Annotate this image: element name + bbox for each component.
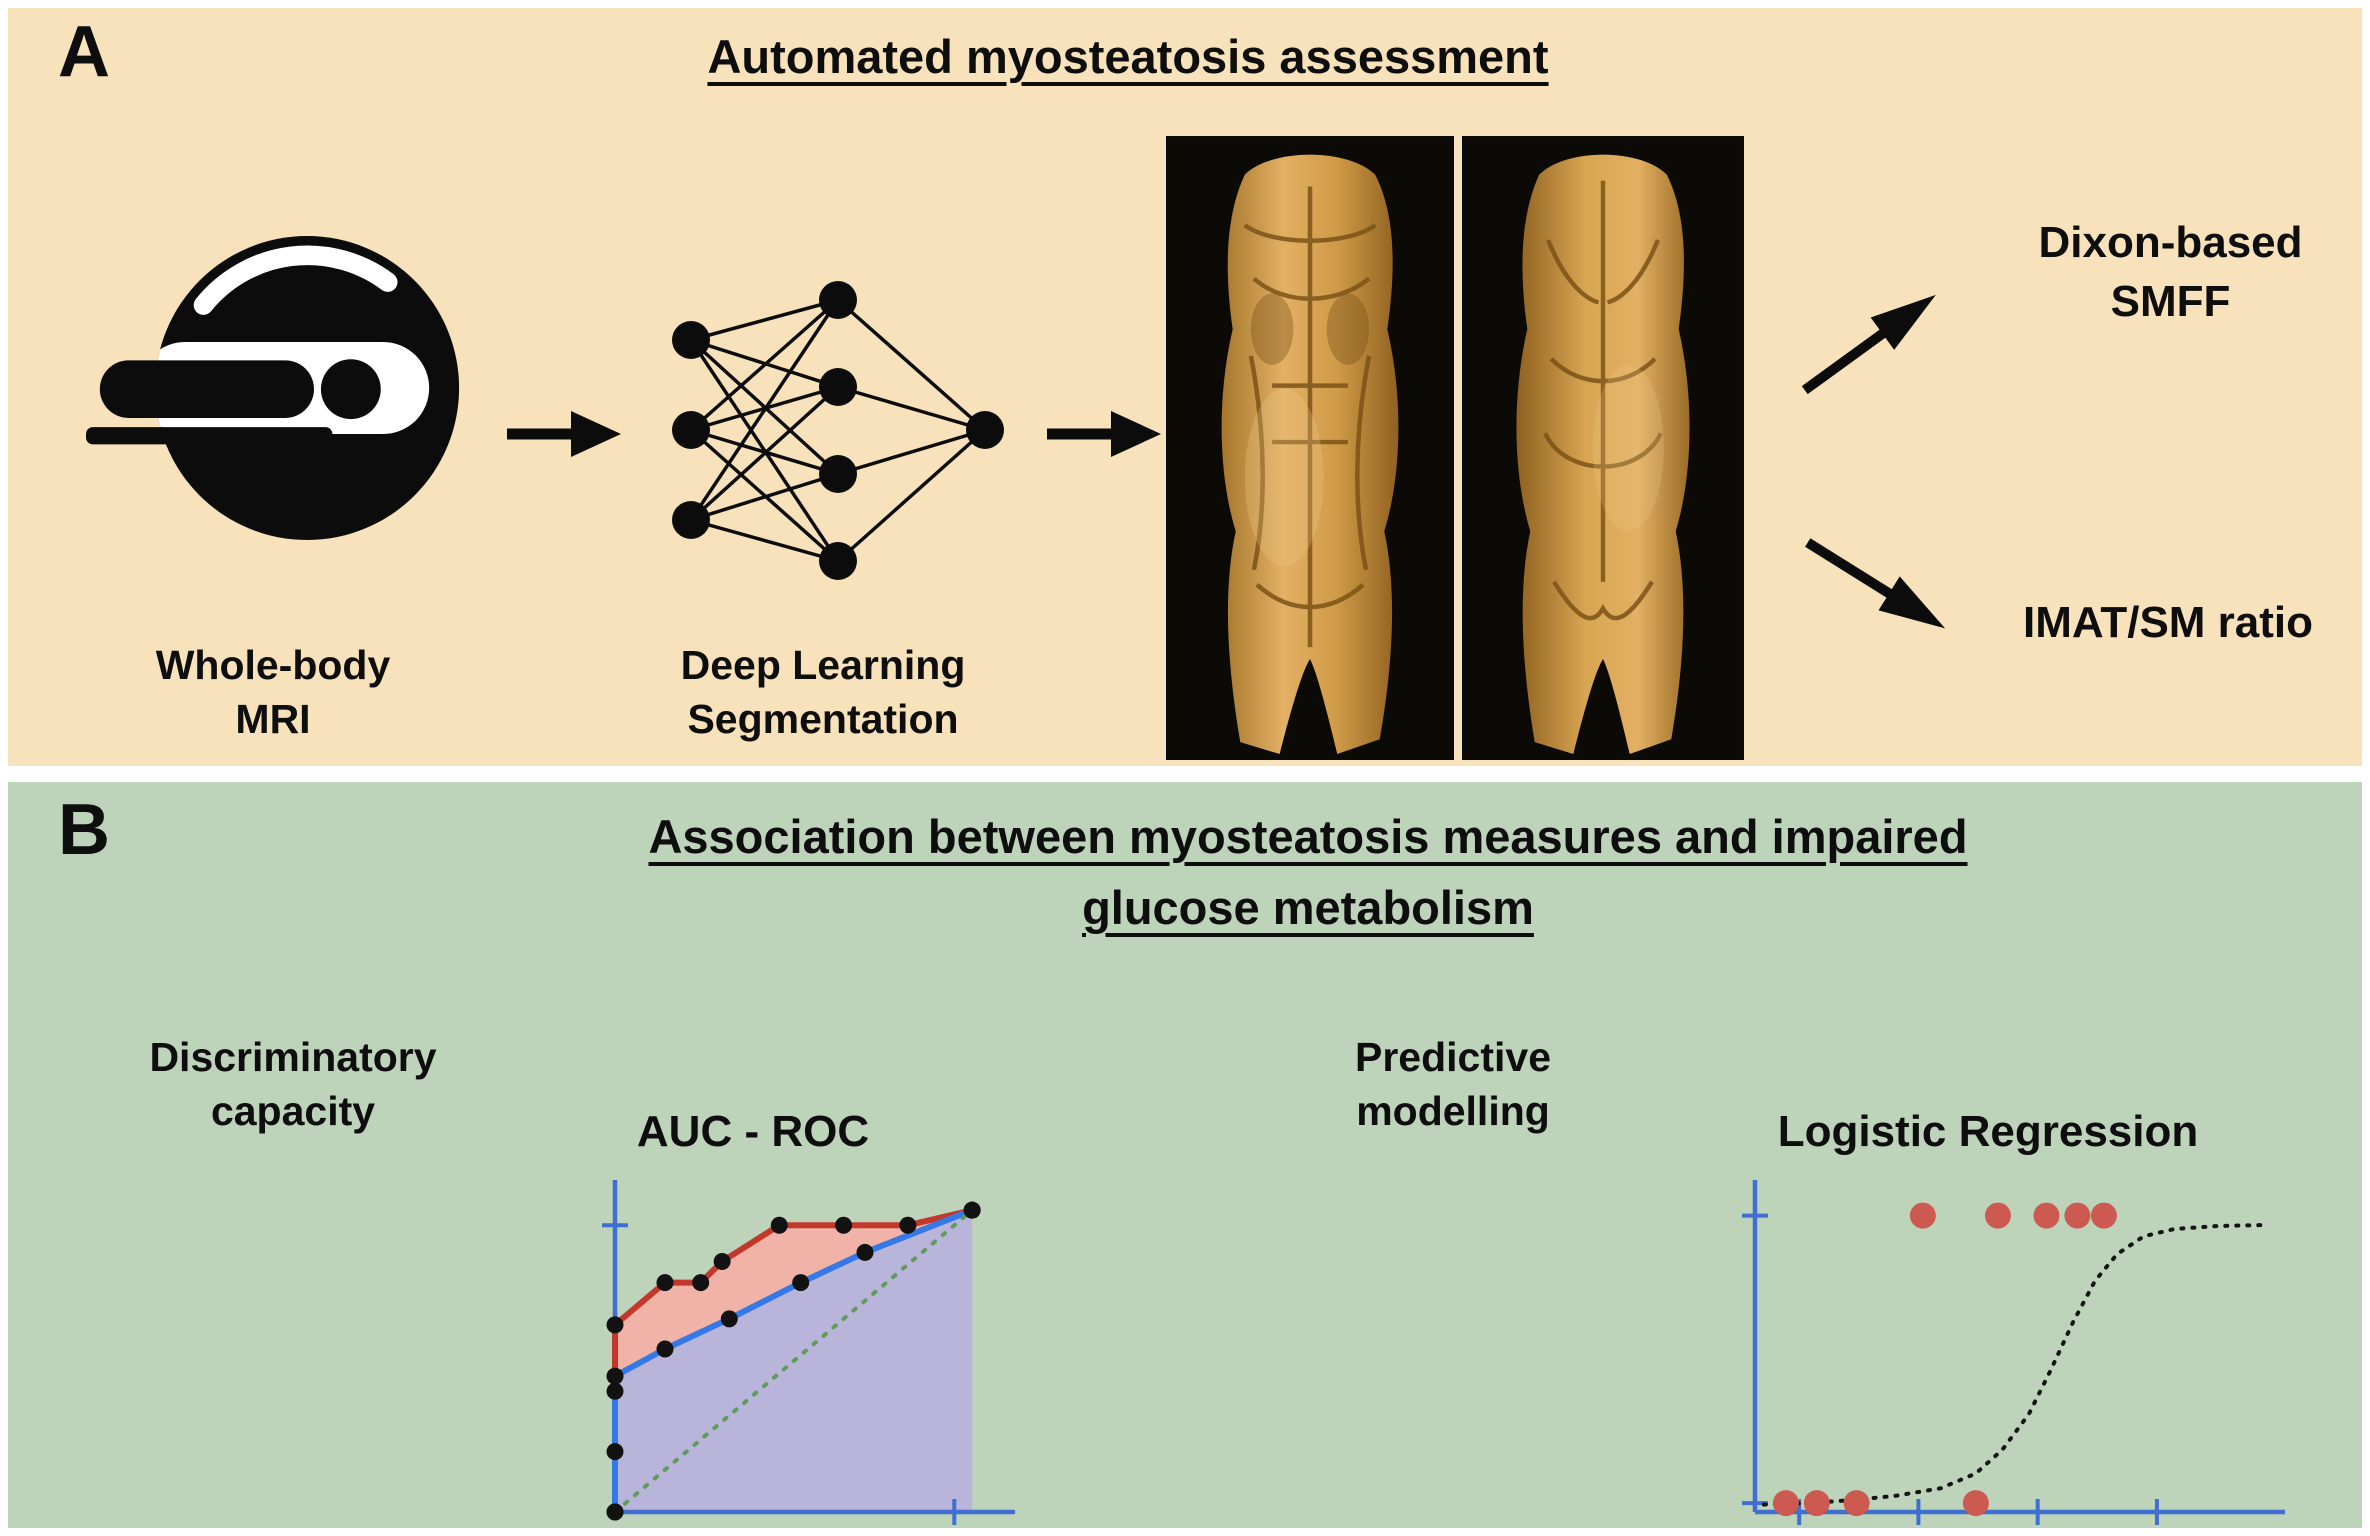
dl-caption: Deep Learning Segmentation <box>680 642 966 743</box>
logistic-regression-chart <box>1742 1180 2285 1525</box>
flow-arrow-1-icon <box>507 411 621 457</box>
roc-chart <box>602 1180 1015 1525</box>
muscle-render-front-image <box>1166 136 1454 760</box>
arrow-down-right-icon <box>1789 520 1961 655</box>
roc-chart-title: AUC - ROC <box>636 1107 870 1156</box>
mri-scanner-icon <box>86 236 460 540</box>
panel-b-title: Association between myosteatosis measure… <box>648 810 1968 934</box>
flow-arrow-2-icon <box>1047 411 1161 457</box>
arrow-up-right-icon <box>1787 273 1956 416</box>
mri-caption: Whole-body MRI <box>155 642 391 743</box>
right-heading-predictive-modelling: Predictive modelling <box>1355 1034 1551 1135</box>
panel-b-letter: B <box>58 790 110 870</box>
output-label-dixon-smff: Dixon-based SMFF <box>2038 218 2303 327</box>
output-label-imat-sm-ratio: IMAT/SM ratio <box>2022 598 2314 647</box>
muscle-render-back-image <box>1462 136 1744 760</box>
panel-b-association-analysis: B Association between myosteatosis measu… <box>8 782 2362 1528</box>
panel-a-letter: A <box>58 12 110 92</box>
logistic-chart-title: Logistic Regression <box>1777 1107 2199 1156</box>
panel-a-title: Automated myosteatosis assessment <box>707 30 1549 83</box>
left-heading-discriminatory-capacity: Discriminatory capacity <box>149 1034 437 1135</box>
neural-network-icon <box>672 281 1004 580</box>
panel-a-automated-assessment: A Automated myosteatosis assessment Whol… <box>8 8 2362 766</box>
